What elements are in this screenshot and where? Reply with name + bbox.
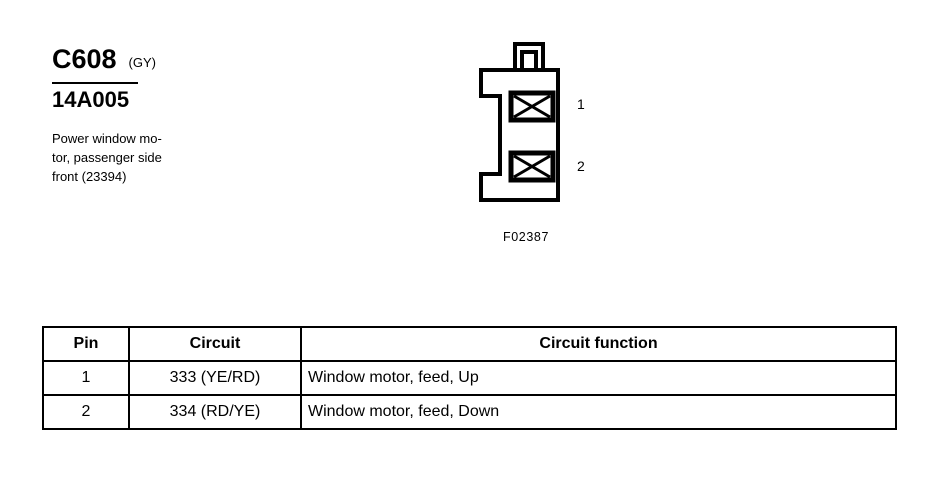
pin-table: Pin Circuit Circuit function 1 333 (YE/R… xyxy=(42,326,897,430)
connector-illustration: 1 2 F02387 xyxy=(470,34,620,254)
cell-pin: 1 xyxy=(42,360,130,396)
figure-caption: F02387 xyxy=(503,230,549,244)
column-header-circuit: Circuit xyxy=(128,326,302,362)
connector-header-block: C608 (GY) 14A005 Power window mo- tor, p… xyxy=(52,44,282,186)
connector-outline-icon xyxy=(479,42,560,202)
cell-function: Window motor, feed, Down xyxy=(300,394,897,430)
pin-callout-1: 1 xyxy=(577,96,585,112)
part-number: 14A005 xyxy=(52,87,130,112)
connector-id: C608 xyxy=(52,44,117,74)
cell-pin: 2 xyxy=(42,394,130,430)
connector-id-row: C608 (GY) xyxy=(52,44,282,78)
cell-circuit: 333 (YE/RD) xyxy=(128,360,302,396)
description-line-3: front (23394) xyxy=(52,169,127,184)
description-line-2: tor, passenger side xyxy=(52,150,162,165)
connector-color-code: (GY) xyxy=(128,55,156,70)
pin-cavity-icon xyxy=(508,150,556,183)
table-header-row: Pin Circuit Circuit function xyxy=(42,326,897,362)
header-divider-rule xyxy=(52,82,138,84)
connector-latch-inner-icon xyxy=(520,50,538,70)
connector-body-icon xyxy=(479,68,560,202)
table-row: 1 333 (YE/RD) Window motor, feed, Up xyxy=(42,360,897,396)
column-header-pin: Pin xyxy=(42,326,130,362)
cell-function: Window motor, feed, Up xyxy=(300,360,897,396)
connector-latch-icon xyxy=(513,42,545,70)
description-line-1: Power window mo- xyxy=(52,131,162,146)
pin-cavity-icon xyxy=(508,90,556,123)
pin-callout-2: 2 xyxy=(577,158,585,174)
column-header-function: Circuit function xyxy=(300,326,897,362)
connector-description: Power window mo- tor, passenger side fro… xyxy=(52,129,212,186)
cell-circuit: 334 (RD/YE) xyxy=(128,394,302,430)
table-row: 2 334 (RD/YE) Window motor, feed, Down xyxy=(42,394,897,430)
pin-table-container: Pin Circuit Circuit function 1 333 (YE/R… xyxy=(42,326,897,430)
